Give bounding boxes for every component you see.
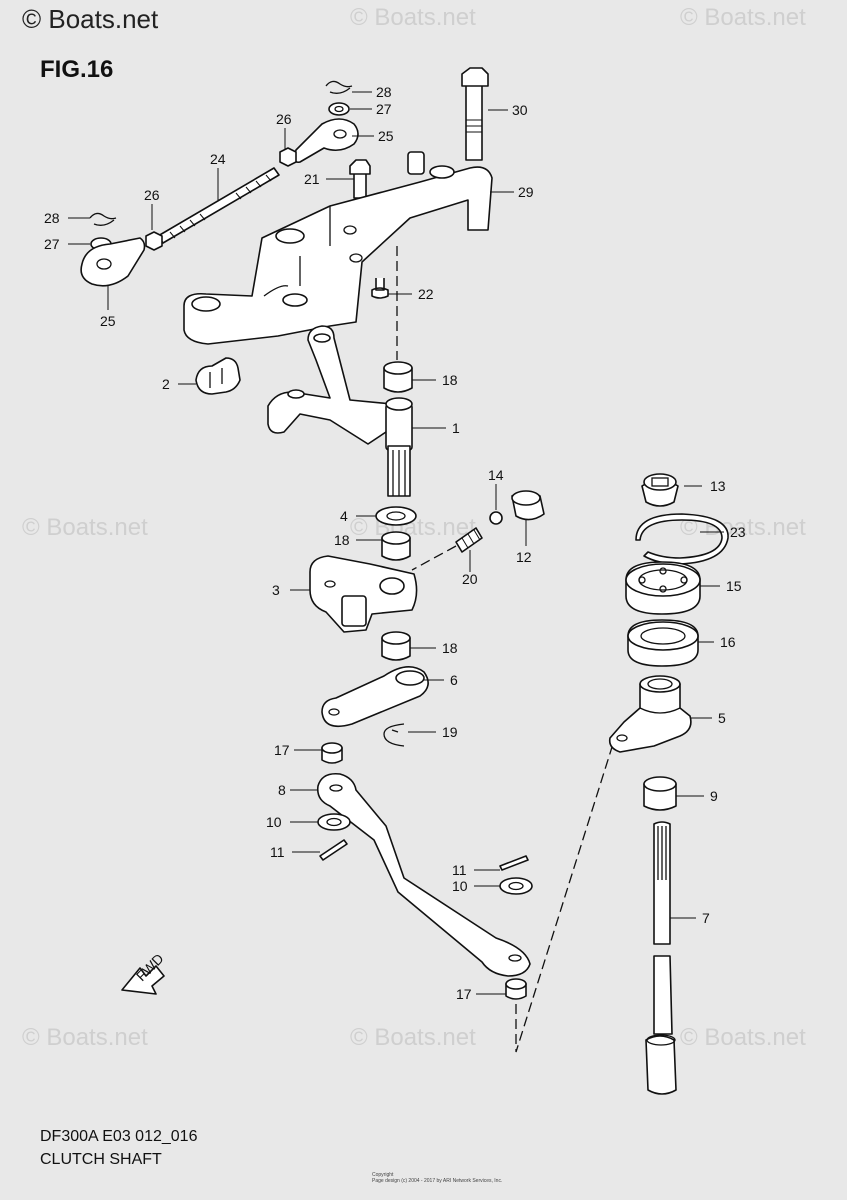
callout-8: 8 [278, 782, 286, 798]
callout-27: 27 [44, 236, 60, 252]
callout-11: 11 [270, 844, 285, 860]
callout-1: 1 [452, 420, 460, 436]
callout-18: 18 [442, 372, 458, 388]
screw-22[interactable] [371, 278, 389, 299]
washer-10-right[interactable] [499, 877, 533, 895]
cotter-pin-11-right[interactable] [499, 855, 529, 871]
watermark-top-left: © Boats.net [22, 4, 159, 34]
watermark: © Boats.net [22, 1024, 148, 1051]
washer-4[interactable] [375, 506, 417, 526]
copyright-line-2: Page design (c) 2004 - 2017 by ARI Netwo… [372, 1178, 503, 1184]
callout-29: 29 [518, 184, 534, 200]
washer-10-left[interactable] [317, 813, 351, 831]
copyright-line-1: Copyright [372, 1172, 394, 1178]
snap-ring-23[interactable] [635, 513, 729, 565]
callout-13: 13 [710, 478, 726, 494]
callout-7: 7 [702, 910, 710, 926]
shift-bracket-29[interactable] [183, 166, 493, 345]
bolt-30[interactable] [461, 67, 489, 161]
clutch-shaft-end[interactable] [645, 1035, 677, 1095]
callout-15: 15 [726, 578, 742, 594]
clip-28-top[interactable] [325, 80, 353, 94]
callout-21: 21 [304, 171, 320, 187]
callout-17: 17 [274, 742, 290, 758]
nut-26-top[interactable] [279, 147, 297, 167]
callout-27: 27 [376, 101, 392, 117]
section-title: CLUTCH SHAFT [40, 1151, 162, 1168]
clip-2[interactable] [195, 357, 241, 395]
clip-28-left[interactable] [89, 212, 117, 226]
callout-17: 17 [456, 986, 472, 1002]
callout-14: 14 [488, 467, 504, 483]
callout-2: 2 [162, 376, 170, 392]
bolt-21[interactable] [349, 159, 371, 199]
nut-26-left[interactable] [145, 231, 163, 251]
ball-joint-25-top[interactable] [293, 118, 359, 164]
e-clip-19[interactable] [383, 723, 405, 747]
callout-labels: 28 27 25 30 26 24 21 29 26 28 27 25 22 1… [44, 84, 746, 1002]
ball-14[interactable] [489, 511, 503, 525]
callout-30: 30 [512, 102, 528, 118]
callout-10: 10 [266, 814, 282, 830]
callout-19: 19 [442, 724, 458, 740]
clutch-lever-1[interactable] [267, 325, 393, 445]
callout-6: 6 [450, 672, 458, 688]
callout-28: 28 [44, 210, 60, 226]
callout-25: 25 [100, 313, 116, 329]
figure-label: FIG.16 [40, 56, 114, 83]
callout-16: 16 [720, 634, 736, 650]
cotter-pin-11-left[interactable] [319, 839, 348, 861]
callout-28: 28 [376, 84, 392, 100]
callout-26: 26 [144, 187, 160, 203]
callout-5: 5 [718, 710, 726, 726]
detent-block-3[interactable] [309, 555, 418, 633]
callout-20: 20 [462, 571, 478, 587]
watermark: © Boats.net [350, 1024, 476, 1051]
model-code: DF300A E03 012_016 [40, 1128, 198, 1145]
watermark: © Boats.net [22, 514, 148, 541]
washer-27-top[interactable] [328, 102, 350, 116]
callout-24: 24 [210, 151, 226, 167]
callout-26: 26 [276, 111, 292, 127]
callout-9: 9 [710, 788, 718, 804]
callout-12: 12 [516, 549, 532, 565]
callout-23: 23 [730, 524, 746, 540]
callout-22: 22 [418, 286, 434, 302]
callout-3: 3 [272, 582, 280, 598]
link-rod-8[interactable] [316, 772, 531, 977]
watermark: © Boats.net [680, 4, 806, 31]
watermark: © Boats.net [680, 1024, 806, 1051]
spring-20[interactable] [455, 527, 483, 553]
forward-arrow-icon [121, 965, 165, 995]
callout-11: 11 [452, 862, 467, 878]
callout-25: 25 [378, 128, 394, 144]
callout-10: 10 [452, 878, 468, 894]
callout-4: 4 [340, 508, 348, 524]
callout-18: 18 [442, 640, 458, 656]
watermark: © Boats.net [350, 4, 476, 31]
ball-joint-25-left[interactable] [80, 237, 146, 287]
callout-18: 18 [334, 532, 350, 548]
